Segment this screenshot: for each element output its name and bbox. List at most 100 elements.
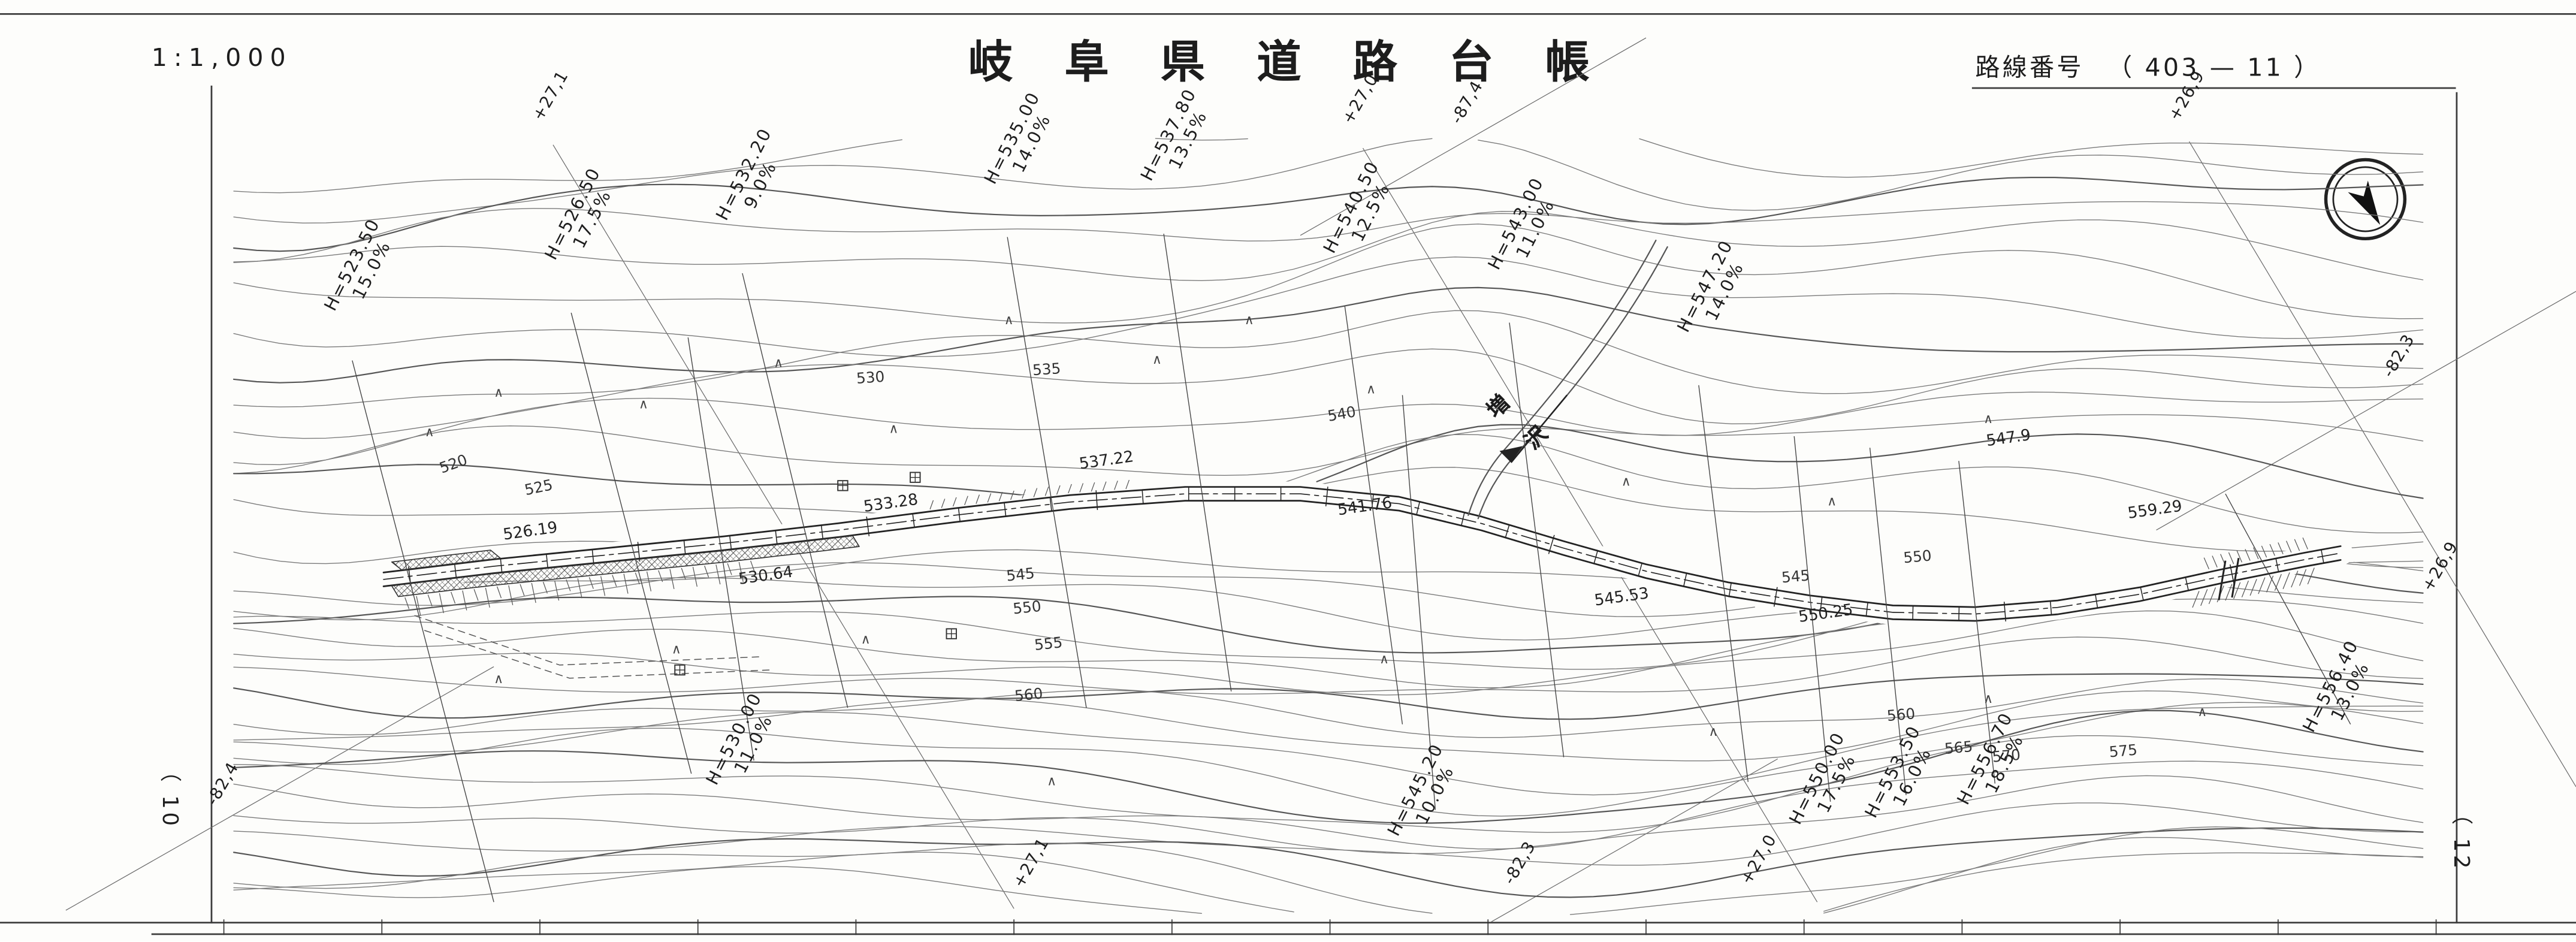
slope-hachure	[2225, 584, 2233, 601]
bottom-border-line-2	[151, 933, 2576, 935]
stream-flow-arrowhead	[1499, 446, 1523, 463]
slope-hachure	[2286, 541, 2292, 553]
contour-line	[233, 690, 2424, 762]
slope-toe-dashed	[414, 615, 761, 666]
contour-line	[233, 561, 2424, 641]
slope-hachure	[1022, 489, 1026, 499]
section-line	[1958, 461, 1996, 784]
slope-hachure	[1125, 479, 1130, 490]
contour-line	[232, 286, 2424, 384]
grid-line	[2188, 141, 2576, 787]
slope-hachure	[2266, 575, 2274, 593]
compass-needle	[2348, 180, 2381, 225]
slope-hachure	[2258, 577, 2266, 594]
contour-line	[233, 610, 2424, 696]
slope-hachure	[1044, 487, 1049, 496]
contour-line	[233, 310, 2424, 407]
route-number-label: 路線番号	[1975, 52, 2084, 83]
route-number-value: （ 403 — 11 ）	[2107, 52, 2321, 83]
slope-hachure	[600, 576, 606, 596]
slope-hachure	[692, 566, 697, 587]
station-tick	[1683, 573, 1687, 587]
retaining-wall-hatch	[391, 535, 860, 597]
station-tick	[775, 530, 778, 544]
slope-toe-dashed	[424, 630, 771, 679]
slope-hachure	[941, 499, 946, 508]
route-underline	[1971, 87, 2456, 89]
slope-hachure	[427, 594, 433, 606]
slope-hachure	[2249, 579, 2257, 596]
station-tick	[2321, 550, 2324, 563]
slope-hachure	[715, 564, 721, 585]
section-line	[1869, 448, 1907, 795]
contour-line	[232, 827, 2424, 898]
slope-hachure	[2208, 587, 2216, 605]
contour-line	[233, 256, 2424, 357]
slope-hachure	[416, 596, 421, 616]
slope-hachure	[727, 563, 732, 575]
slope-hachure	[473, 589, 479, 601]
slope-hachure	[554, 581, 560, 601]
contour-line	[232, 673, 2424, 720]
road-centerline	[383, 493, 2342, 615]
contour-line	[233, 705, 2424, 796]
route-number: 路線番号 （ 403 — 11 ）	[1975, 49, 2334, 84]
slope-hachure	[2261, 545, 2267, 558]
bottom-border-line	[0, 922, 2576, 924]
slope-hachure	[2307, 567, 2315, 585]
contour-line	[233, 702, 2424, 817]
contour-line	[233, 826, 2424, 915]
slope-hachure	[1068, 484, 1072, 494]
contour-line	[233, 201, 2424, 263]
slope-hachure	[2233, 582, 2241, 599]
contour-line	[232, 177, 2424, 252]
grid-line	[2156, 291, 2576, 531]
slope-hachure	[987, 493, 992, 503]
slope-hachure	[1056, 485, 1061, 495]
slope-hachure	[976, 494, 980, 504]
station-tick	[637, 542, 641, 562]
stream-line	[1467, 239, 1657, 516]
contour-line	[233, 138, 2424, 224]
slope-hachure	[2245, 549, 2251, 561]
adjacent-sheet-number-right: （ 12	[2447, 803, 2472, 872]
compass-outer-ring	[2324, 158, 2407, 241]
slope-hachure	[658, 570, 663, 582]
contour-line	[233, 211, 2424, 282]
contour-line	[233, 852, 2424, 914]
contour-line	[233, 224, 2424, 324]
slope-hachure	[998, 491, 1003, 502]
slope-hachure	[623, 573, 629, 594]
contour-line	[232, 709, 2424, 824]
station-tick	[2185, 577, 2189, 591]
slope-hachure	[2203, 557, 2210, 570]
slope-hachure	[2282, 572, 2290, 590]
stream-flow-arrow	[1510, 394, 1568, 463]
slope-hachure	[566, 579, 571, 591]
slope-hachure	[2278, 542, 2284, 554]
slope-hachure	[462, 590, 467, 611]
contour-line	[232, 424, 2424, 499]
scale-label: 1:1,000	[151, 43, 292, 73]
slope-hachure	[2291, 570, 2299, 588]
section-line	[2225, 493, 2351, 725]
station-tick	[500, 558, 503, 572]
contour-line	[233, 585, 2424, 670]
station-tick	[1773, 587, 1778, 607]
slope-hachure	[542, 581, 548, 594]
station-tick	[1141, 490, 1144, 504]
grid-line	[1362, 147, 1818, 902]
slope-hachure	[612, 575, 617, 587]
top-border-line	[0, 13, 2576, 15]
station-tick	[683, 541, 686, 554]
slope-hachure	[2228, 552, 2234, 564]
station-tick	[2095, 594, 2098, 608]
slope-hachure	[520, 584, 525, 596]
contour-line	[233, 735, 2424, 833]
slope-hachure	[1079, 483, 1084, 493]
slope-hachure	[704, 565, 709, 578]
slope-hachure	[681, 567, 686, 580]
section-line	[570, 312, 692, 774]
slope-hachure	[2294, 539, 2300, 551]
